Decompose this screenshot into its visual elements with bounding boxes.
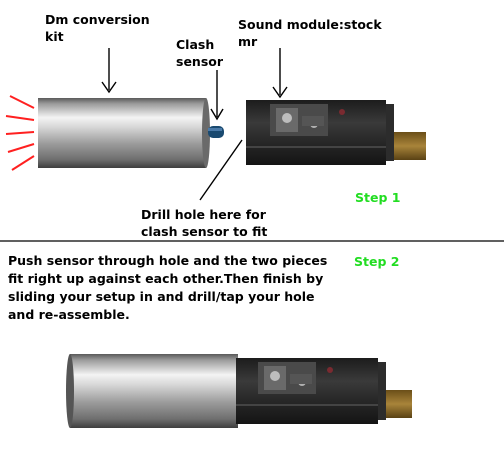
step-2-label: Step 2 xyxy=(354,254,400,269)
sound-module-bottom xyxy=(236,358,412,424)
arrows xyxy=(101,48,288,201)
clash-sensor-label: Clash sensor xyxy=(176,37,224,69)
drill-hole-label: Drill hole here for clash sensor to fit xyxy=(141,207,268,239)
conversion-kit-tube xyxy=(38,98,206,168)
step-1-label: Step 1 xyxy=(355,190,401,205)
instructions-text: Push sensor through hole and the two pie… xyxy=(8,252,327,324)
sound-module-top xyxy=(246,100,426,165)
sensor-highlight xyxy=(208,128,222,131)
assembled-tube xyxy=(70,354,238,428)
clash-sensor-nub xyxy=(208,126,224,138)
instruction-line: and re-assemble. xyxy=(8,307,130,322)
assembled-tube-end xyxy=(66,354,74,428)
sound-module-label: Sound module:stock mr xyxy=(238,17,382,49)
instruction-line: Push sensor through hole and the two pie… xyxy=(8,253,328,268)
instruction-line: sliding your setup in and drill/tap your… xyxy=(8,289,315,304)
conversion-kit-label: Dm conversion kit xyxy=(45,12,150,44)
tube-end xyxy=(202,98,210,168)
clash-flash-lines xyxy=(5,95,35,171)
instruction-line: fit right up against each other.Then fin… xyxy=(8,271,324,286)
